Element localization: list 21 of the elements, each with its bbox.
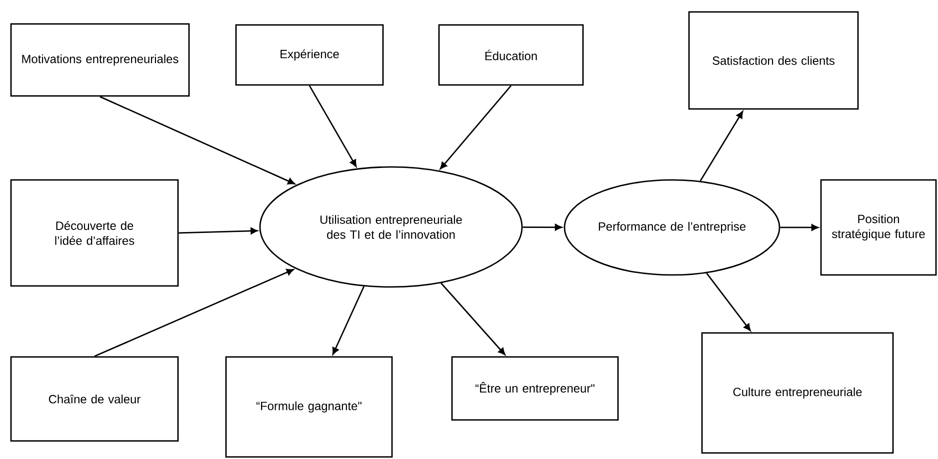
arrow <box>178 228 258 234</box>
factor-box: Découverte de l’idée d’affaires <box>10 179 179 287</box>
arrow <box>440 282 506 356</box>
factor-box: “Être un entrepreneur" <box>451 356 619 421</box>
factor-box: “Formule gagnante" <box>225 356 393 458</box>
arrow <box>706 272 751 332</box>
arrow <box>94 268 294 357</box>
factor-box: Motivations entrepreneuriales <box>10 23 190 97</box>
arrow <box>440 85 512 170</box>
arrow <box>100 96 295 184</box>
arrow <box>522 224 562 231</box>
arrow <box>332 286 365 355</box>
factor-box: Culture entrepreneuriale <box>701 332 894 454</box>
factor-box: Expérience <box>235 24 384 86</box>
factor-box: Éducation <box>438 24 584 86</box>
arrow <box>780 224 819 231</box>
factor-box: Satisfaction des clients <box>688 11 859 110</box>
factor-box: Chaîne de valeur <box>10 356 179 442</box>
factor-box: Position stratégique future <box>820 179 937 276</box>
arrow <box>700 111 744 182</box>
arrow <box>308 85 357 167</box>
